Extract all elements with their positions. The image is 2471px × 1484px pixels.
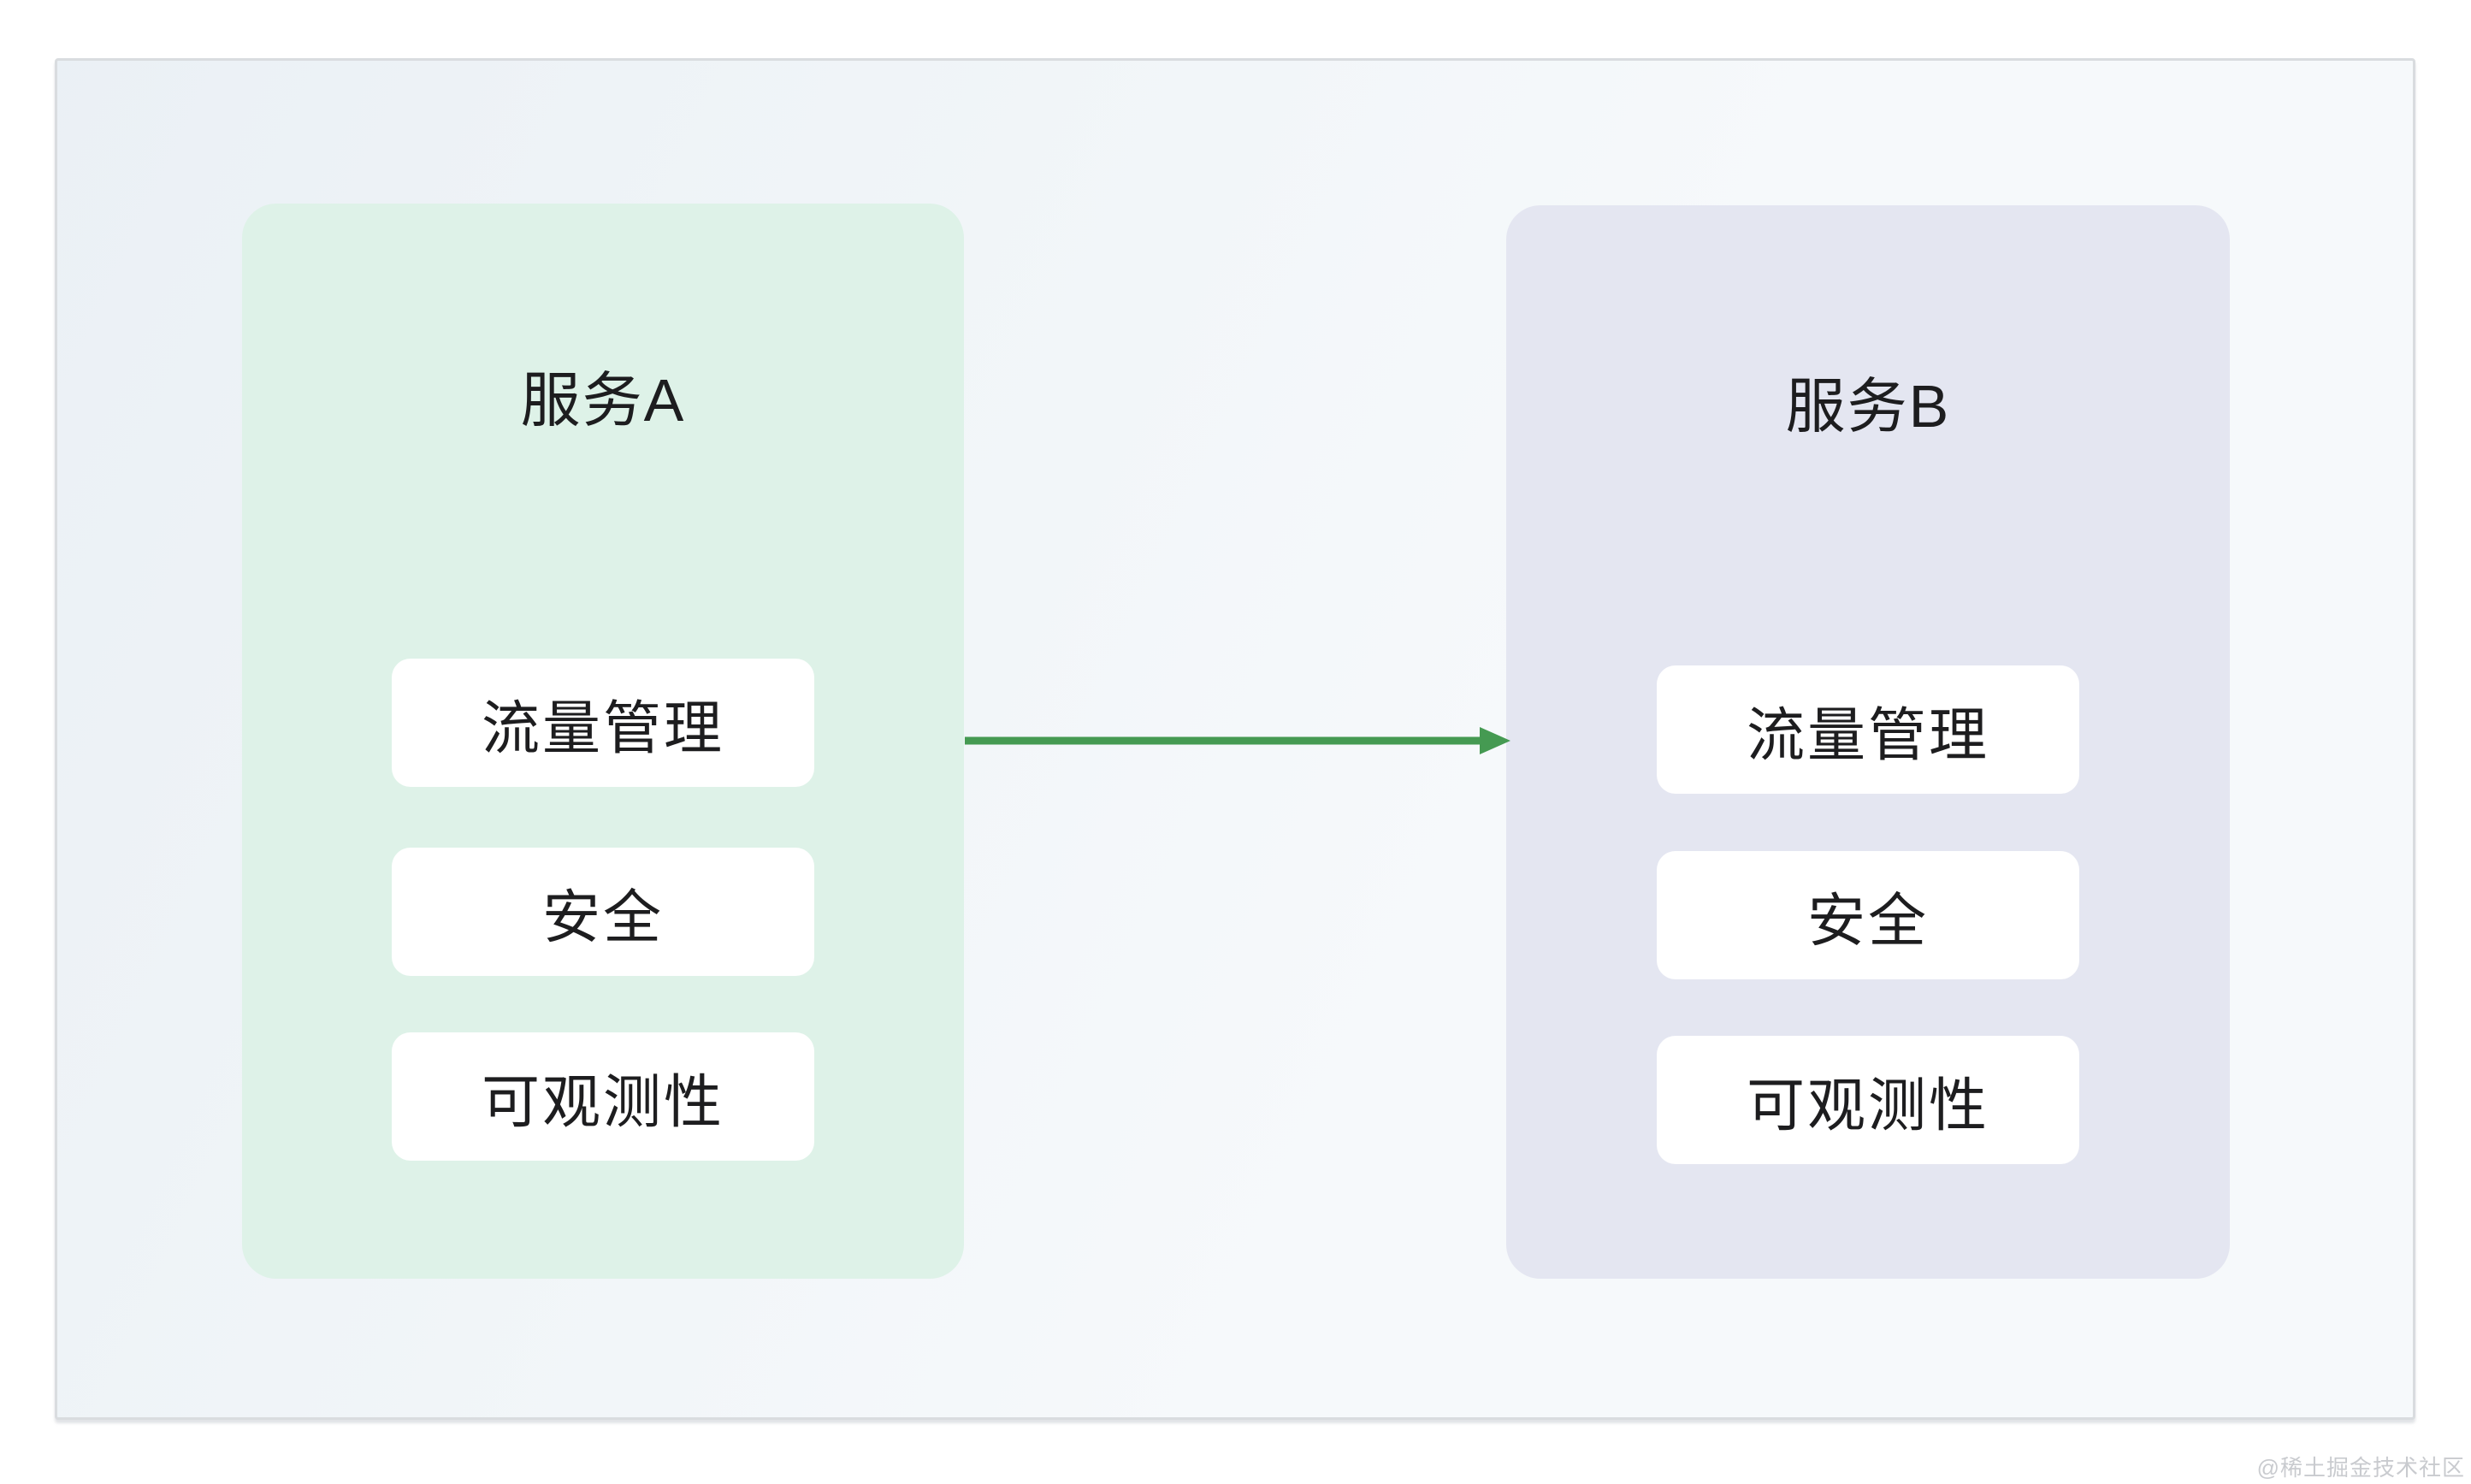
service-b-item-security: 安全 (1657, 851, 2079, 979)
service-a-item-observability: 可观测性 (392, 1032, 814, 1161)
service-a-item-security: 安全 (392, 848, 814, 976)
arrow-service-a-to-service-b (965, 727, 1510, 754)
service-a-title: 服务A (520, 367, 686, 434)
service-box-a: 服务A 流量管理 安全 可观测性 (242, 204, 964, 1279)
service-b-item-traffic-management: 流量管理 (1657, 665, 2079, 794)
service-b-item-observability: 可观测性 (1657, 1036, 2079, 1164)
watermark: @稀土掘金技术社区 (2256, 1455, 2465, 1481)
diagram-frame: 服务A 流量管理 安全 可观测性 服务B 流量管理 安全 可观测性 (55, 58, 2415, 1420)
service-b-title: 服务B (1785, 373, 1951, 440)
service-box-b: 服务B 流量管理 安全 可观测性 (1506, 205, 2230, 1279)
arrow-head-icon (1480, 727, 1510, 754)
service-a-item-traffic-management: 流量管理 (392, 659, 814, 787)
